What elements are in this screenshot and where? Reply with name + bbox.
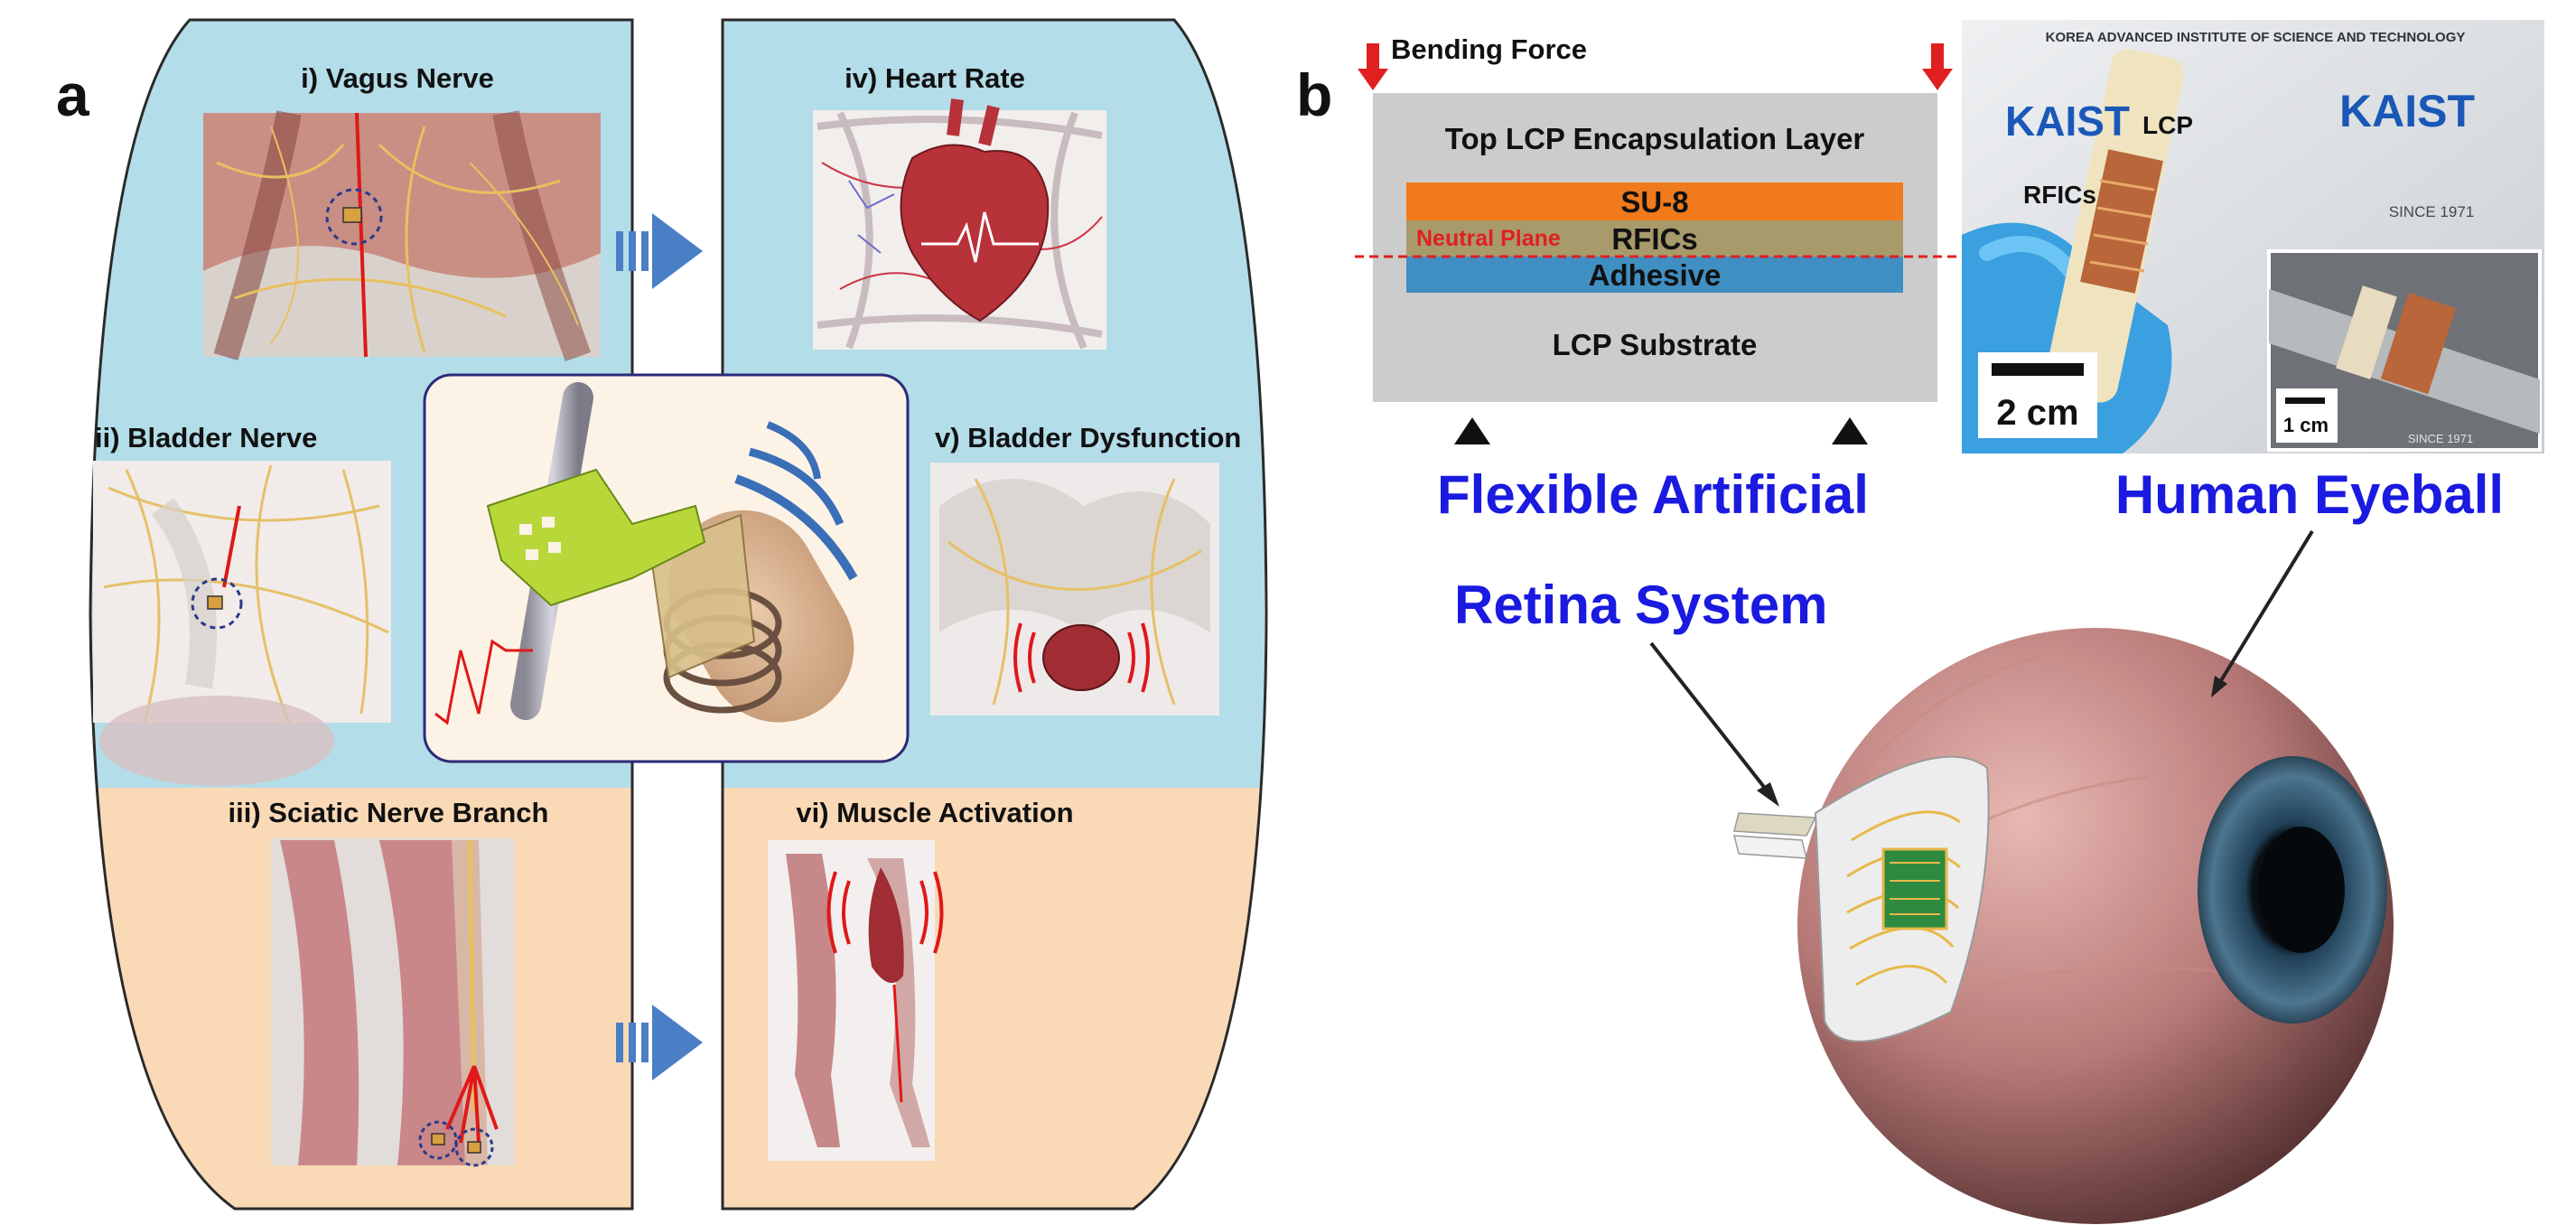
scale-bar-inset (2285, 397, 2325, 404)
title-vagus-nerve: i) Vagus Nerve (301, 62, 494, 94)
sciatic-nerve-image (271, 838, 515, 1167)
neutral-plane-label: Neutral Plane (1416, 226, 1561, 251)
title-muscle-activation: vi) Muscle Activation (796, 797, 1073, 828)
title-bladder-nerve: ii) Bladder Nerve (95, 422, 317, 454)
title-sciatic-nerve: iii) Sciatic Nerve Branch (229, 797, 549, 828)
kaist-ring-text: KOREA ADVANCED INSTITUTE OF SCIENCE AND … (2046, 30, 2466, 45)
caption-flexible-artificial: Flexible Artificial (1437, 464, 1869, 525)
inset-photo: SINCE 1971 (2267, 249, 2542, 452)
arrow-top (616, 213, 703, 289)
support-left-icon (1454, 417, 1490, 444)
kaist-logo-left: KAIST (2005, 98, 2130, 145)
implant-device-illustration (423, 373, 910, 763)
kaist-logo-right: KAIST (2339, 86, 2475, 136)
scale-bar-main-label: 2 cm (1996, 393, 2078, 433)
caption-retina-system: Retina System (1454, 575, 1828, 635)
bending-force-label: Bending Force (1391, 33, 1587, 65)
eyeball-illustration (1733, 628, 2394, 1224)
title-bladder-dysfunction: v) Bladder Dysfunction (935, 422, 1241, 454)
layer-top-encapsulation: Top LCP Encapsulation Layer (1445, 122, 1865, 155)
bladder-dysfunction-image (930, 463, 1219, 715)
bending-force-arrow-left (1358, 43, 1388, 90)
kaist-since-label: SINCE 1971 (2389, 203, 2475, 220)
scale-bar-inset-label: 1 cm (2283, 414, 2329, 436)
retina-pointer-arrow (1649, 641, 1779, 807)
inset-since-label: SINCE 1971 (2408, 432, 2473, 445)
layer-adhesive: Adhesive (1589, 258, 1722, 292)
support-right-icon (1832, 417, 1868, 444)
title-heart-rate: iv) Heart Rate (845, 62, 1025, 94)
heart-rate-image (813, 98, 1106, 350)
photo-lcp-label: LCP (2142, 111, 2193, 139)
layer-lcp-substrate: LCP Substrate (1553, 328, 1758, 361)
photo-rfics-label: RFICs (2023, 181, 2096, 209)
eyeball-pointer-arrow (2211, 529, 2314, 697)
vagus-nerve-image (203, 110, 601, 362)
layer-su8: SU-8 (1620, 185, 1688, 219)
bladder-nerve-image (93, 461, 391, 786)
scale-bar-main (1992, 363, 2084, 376)
panel-a-letter: a (56, 61, 90, 128)
arrow-bottom (616, 1005, 703, 1080)
layer-stack (1355, 93, 1960, 402)
bending-force-arrow-right (1922, 43, 1953, 90)
muscle-activation-image (768, 840, 944, 1161)
caption-human-eyeball: Human Eyeball (2115, 464, 2504, 525)
panel-b-letter: b (1296, 61, 1332, 128)
layer-rfics: RFICs (1611, 222, 1697, 256)
